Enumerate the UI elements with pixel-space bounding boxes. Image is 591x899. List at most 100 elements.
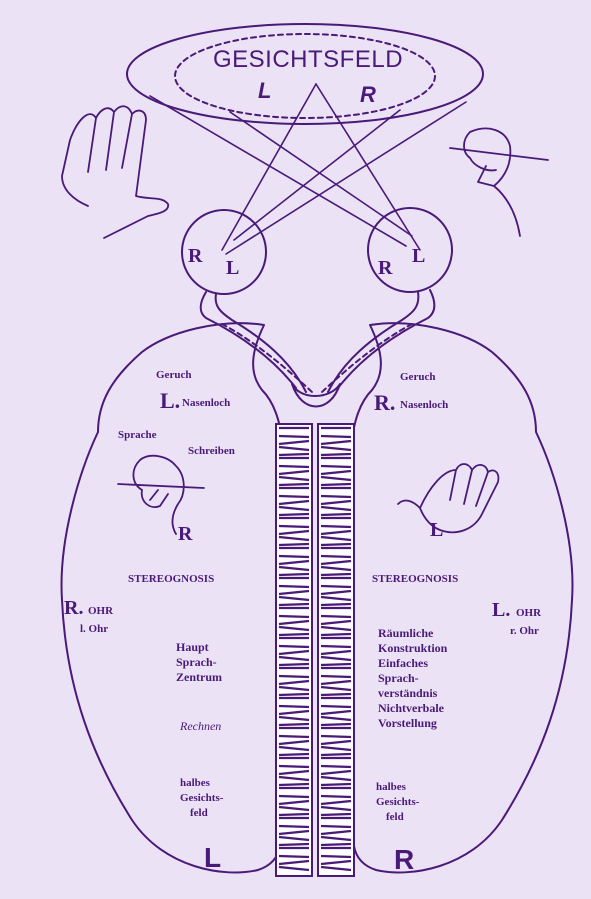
corpus-callosum-fiber (279, 724, 309, 725)
left-ear-letter: R. (64, 598, 83, 618)
corpus-callosum-fiber (279, 466, 309, 467)
corpus-callosum-fiber (321, 706, 351, 707)
right-open-hand (398, 464, 498, 532)
corpus-callosum-fiber (279, 826, 309, 827)
speech-center-line-2: Sprach- (176, 655, 222, 670)
writing-label: Schreiben (188, 446, 235, 457)
corpus-callosum-fiber (321, 724, 351, 725)
right-function-line-6: Nichtverbale (378, 701, 447, 716)
right-stereognosis-label: STEREOGNOSIS (372, 574, 458, 585)
corpus-callosum-fiber (321, 484, 351, 485)
corpus-callosum-fiber (279, 544, 309, 545)
visual-pathway-lines (150, 84, 466, 254)
corpus-callosum-fiber (279, 574, 309, 575)
corpus-callosum-fiber (321, 466, 351, 467)
corpus-callosum-fiber (321, 616, 351, 617)
corpus-callosum-fiber (279, 706, 309, 707)
corpus-callosum-fiber (321, 856, 351, 857)
calculation-label: Rechnen (180, 720, 221, 732)
corpus-callosum-fiber (321, 814, 351, 815)
right-function-line-3: Einfaches (378, 656, 447, 671)
right-function-line-7: Vorstellung (378, 716, 447, 731)
right-ear-sub-label: r. Ohr (510, 626, 539, 637)
corpus-callosum-fiber (279, 856, 309, 857)
corpus-callosum-fiber (279, 556, 309, 557)
left-half-field-label: halbes Gesichts- feld (180, 776, 223, 821)
corpus-callosum-fiber (321, 556, 351, 557)
corpus-callosum-fiber (321, 634, 351, 635)
right-smell-label: Geruch (400, 372, 435, 383)
corpus-callosum-fiber (321, 826, 351, 827)
corpus-callosum-fiber (321, 694, 351, 695)
visual-field-outer-ellipse (127, 24, 483, 124)
corpus-callosum-fiber (279, 604, 309, 605)
corpus-callosum-fiber (321, 454, 351, 455)
optic-chiasm (292, 384, 340, 407)
corpus-callosum-fiber (321, 604, 351, 605)
right-functions-label: Räumliche Konstruktion Einfaches Sprach-… (378, 626, 447, 731)
corpus-callosum-fiber (321, 844, 351, 845)
right-half-field-line-1: halbes (376, 780, 419, 795)
corpus-callosum-fiber (321, 514, 351, 515)
corpus-callosum-fiber (279, 814, 309, 815)
right-hemisphere-letter: R (394, 846, 414, 874)
corpus-callosum-fiber (279, 646, 309, 647)
corpus-callosum-fiber (279, 784, 309, 785)
right-half-field-label: halbes Gesichts- feld (376, 780, 419, 825)
corpus-callosum-fiber (279, 634, 309, 635)
corpus-callosum-fiber (321, 436, 351, 437)
top-left-hand (62, 106, 168, 238)
right-function-line-1: Räumliche (378, 626, 447, 641)
left-ear-sub-label: l. Ohr (80, 624, 108, 635)
corpus-callosum-fiber (279, 676, 309, 677)
left-hand-letter: R (178, 524, 192, 544)
corpus-callosum-fiber (279, 736, 309, 737)
corpus-callosum-fiber (321, 754, 351, 755)
corpus-callosum-fiber (321, 766, 351, 767)
corpus-callosum-fiber (279, 616, 309, 617)
right-function-line-4: Sprach- (378, 671, 447, 686)
corpus-callosum-fiber (279, 514, 309, 515)
corpus-callosum-fiber (321, 796, 351, 797)
corpus-callosum-fiber (321, 676, 351, 677)
right-ear-label: OHR (516, 608, 541, 619)
left-stereognosis-label: STEREOGNOSIS (128, 574, 214, 585)
left-ear-label: OHR (88, 606, 113, 617)
left-smell-label: Geruch (156, 370, 191, 381)
corpus-callosum-fiber (321, 544, 351, 545)
speech-center-label: Haupt Sprach- Zentrum (176, 640, 222, 685)
corpus-callosum-fiber (279, 844, 309, 845)
right-eye-r-letter: R (378, 258, 392, 278)
corpus-callosum (276, 424, 354, 876)
corpus-callosum-fiber (279, 526, 309, 527)
corpus-callosum-fiber (279, 454, 309, 455)
left-half-field-line-2: Gesichts- (180, 791, 223, 806)
left-nostril-letter: L. (160, 390, 180, 412)
corpus-callosum-fiber (279, 586, 309, 587)
right-function-line-5: verständnis (378, 686, 447, 701)
corpus-callosum-fiber (279, 754, 309, 755)
corpus-callosum-fiber (321, 736, 351, 737)
corpus-callosum-fiber (279, 694, 309, 695)
corpus-callosum-fiber (321, 526, 351, 527)
corpus-callosum-fiber (279, 766, 309, 767)
left-half-field-line-3: feld (180, 806, 223, 821)
corpus-callosum-fiber (321, 784, 351, 785)
corpus-callosum-fiber (279, 796, 309, 797)
right-eye (368, 208, 452, 292)
left-hemisphere-letter: L (204, 844, 221, 872)
corpus-callosum-fiber (279, 496, 309, 497)
left-eye-r-letter: R (188, 246, 202, 266)
speech-label: Sprache (118, 430, 157, 441)
speech-center-line-1: Haupt (176, 640, 222, 655)
visual-field-title: GESICHTSFELD (213, 48, 403, 72)
left-half-field-line-1: halbes (180, 776, 223, 791)
right-nostril-label: Nasenloch (400, 400, 448, 411)
right-eye-l-letter: L (412, 246, 425, 266)
corpus-callosum-fiber (279, 436, 309, 437)
corpus-callosum-fiber (279, 484, 309, 485)
right-hand-letter: L (430, 520, 443, 540)
right-nostril-letter: R. (374, 392, 395, 414)
